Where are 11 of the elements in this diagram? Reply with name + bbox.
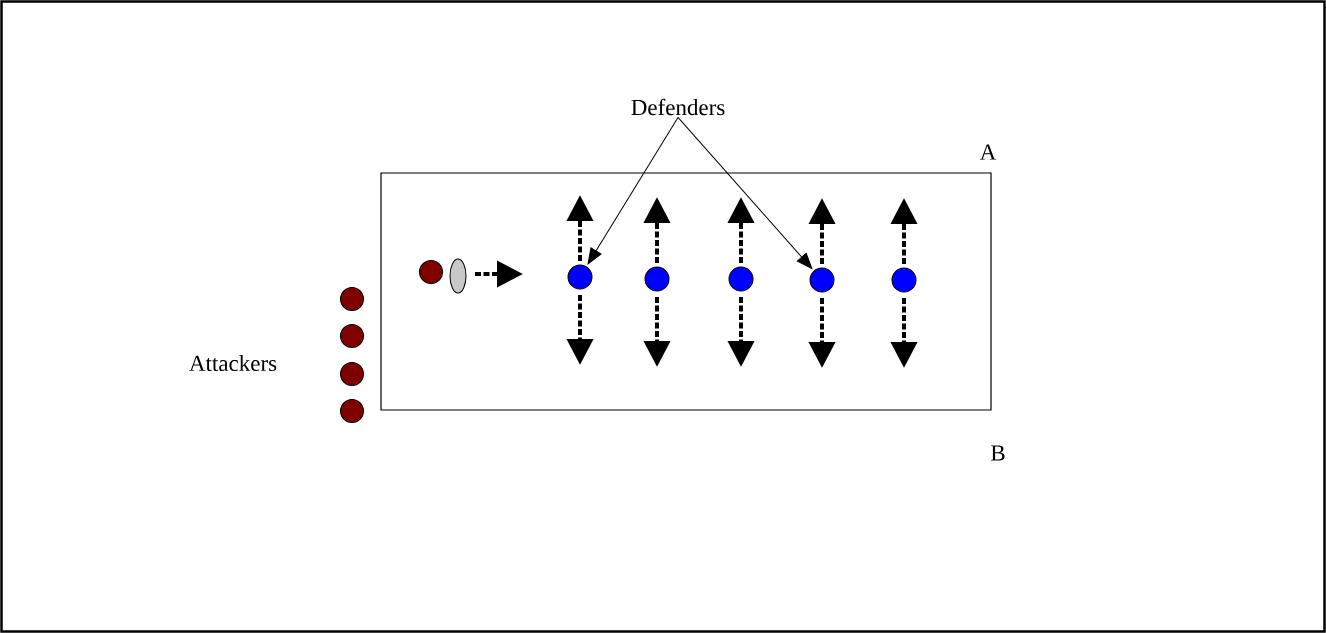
label: A bbox=[979, 144, 997, 160]
label: B bbox=[991, 445, 1005, 461]
defender-dot bbox=[728, 266, 754, 292]
defender-dot bbox=[891, 267, 917, 293]
leader-line bbox=[587, 116, 679, 265]
node-label: Defenders bbox=[631, 98, 725, 116]
defender-dot bbox=[644, 266, 670, 292]
defender-dot bbox=[567, 264, 593, 290]
defender-dot bbox=[809, 267, 835, 293]
label: Attackers bbox=[189, 354, 277, 372]
leader-line bbox=[677, 116, 813, 269]
